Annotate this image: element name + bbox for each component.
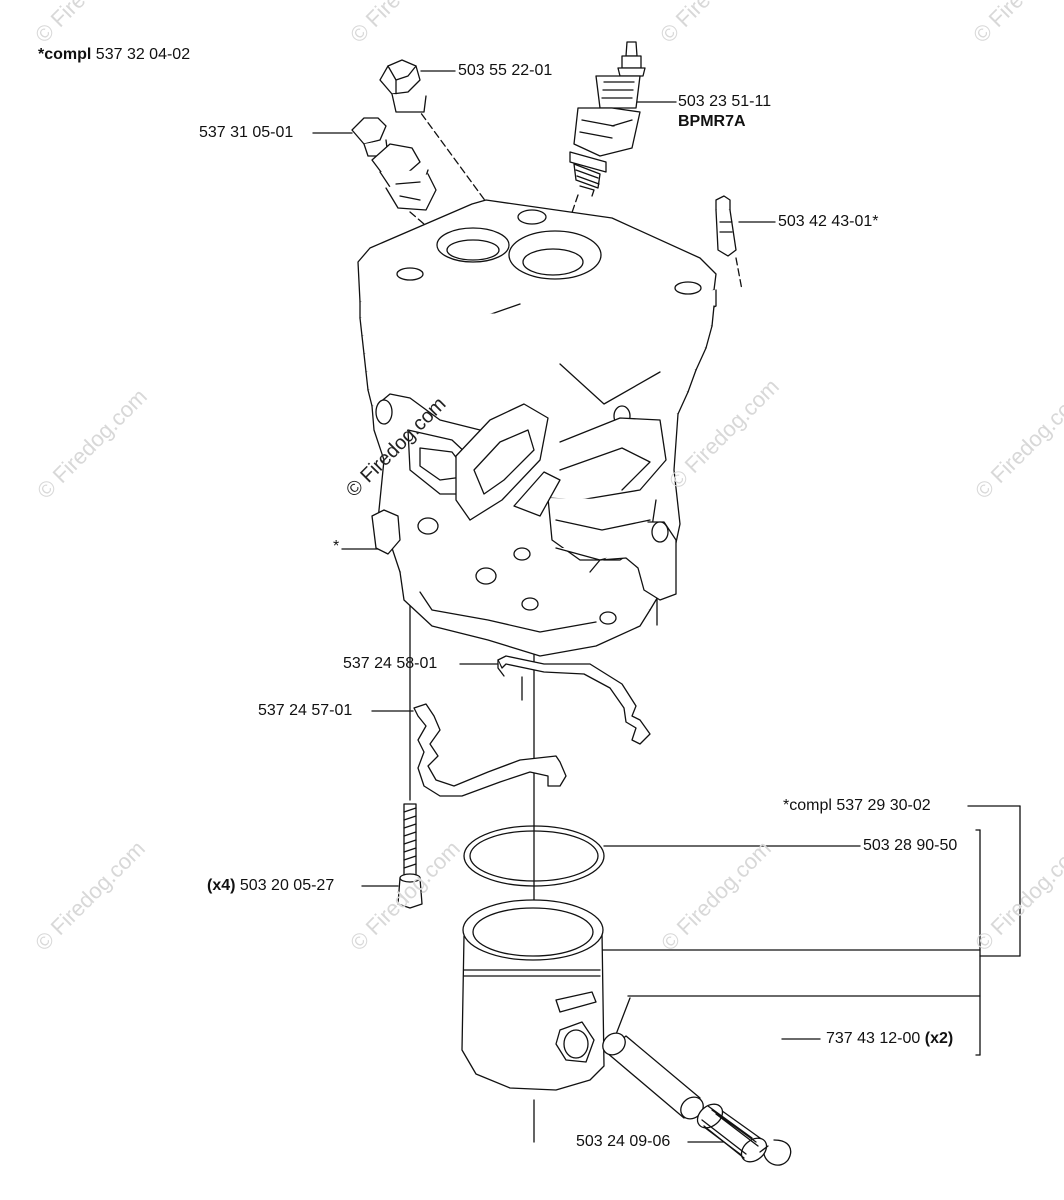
- label-503424301: 503 42 43-01*: [778, 213, 879, 230]
- label-503200527-number: 503 20 05-27: [239, 877, 335, 894]
- label-compl-top-prefix: *compl: [38, 46, 92, 63]
- piston: [461, 899, 605, 1091]
- bolt-503200527: [397, 803, 423, 909]
- label-bpmr7a-text: BPMR7A: [678, 113, 746, 130]
- label-star: *: [333, 538, 340, 555]
- needle-bearing-503240906: [696, 1103, 768, 1163]
- piston-ring-503289050: [463, 825, 605, 887]
- label-503552201: 503 55 22-01: [458, 62, 553, 79]
- label-503235111: 503 23 51-11: [678, 93, 772, 110]
- label-x4: (x4): [207, 877, 236, 894]
- spark-plug: [569, 41, 646, 197]
- label-compl-piston: *compl 537 29 30-02: [783, 797, 931, 814]
- label-737431200: 737 43 12-00 (x2): [826, 1030, 953, 1048]
- gasket-537245701: [413, 703, 567, 797]
- nipple-503424301: [715, 195, 737, 257]
- plug-503552201: [379, 59, 427, 113]
- label-x2: (x2): [924, 1030, 954, 1047]
- circlip: [759, 1139, 792, 1166]
- cylinder: [357, 199, 717, 657]
- label-compl-top-number: 537 32 04-02: [95, 46, 191, 63]
- label-bpmr7a: BPMR7A: [678, 113, 746, 131]
- label-compl-top: *compl 537 32 04-02: [38, 46, 190, 64]
- label-537310501: 537 31 05-01: [199, 124, 294, 141]
- label-737431200-number: 737 43 12-00: [826, 1030, 921, 1047]
- label-537245701: 537 24 57-01: [258, 702, 353, 719]
- label-503289050: 503 28 90-50: [863, 837, 958, 854]
- piston-pin-737431200: [602, 1032, 704, 1120]
- label-503200527: (x4) 503 20 05-27: [207, 877, 334, 895]
- valve-537310501: [351, 117, 437, 211]
- gasket-537245801: [497, 655, 651, 745]
- label-503240906: 503 24 09-06: [576, 1133, 671, 1150]
- label-537245801: 537 24 58-01: [343, 655, 438, 672]
